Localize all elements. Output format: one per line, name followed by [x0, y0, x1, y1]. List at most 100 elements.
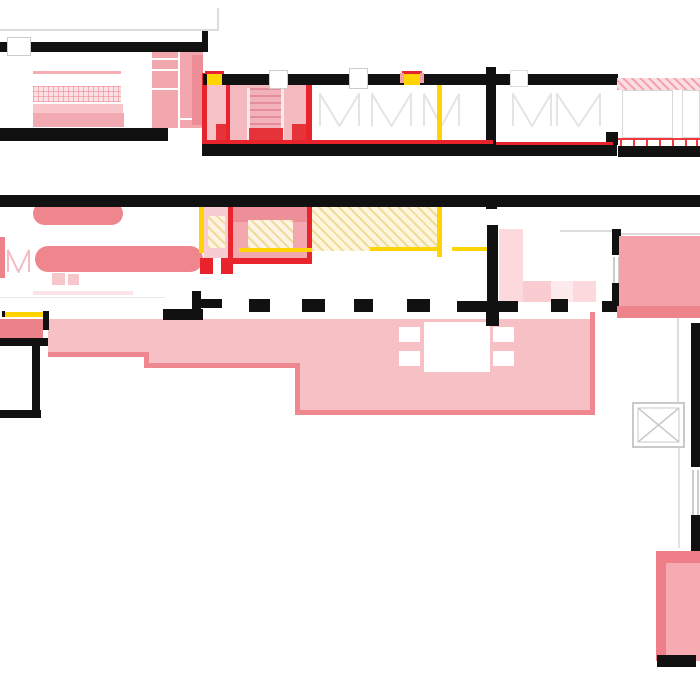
red-tick-1	[620, 138, 622, 146]
door-yellow-1	[207, 74, 222, 85]
column-dash-3	[354, 299, 373, 312]
door-yellow-1-red-cap	[205, 71, 224, 74]
closet-divider-4	[178, 118, 203, 120]
sofa-pill-1	[33, 202, 123, 225]
wall-bottom-left-strip	[0, 128, 168, 141]
red-room-top-band	[233, 207, 307, 222]
shelf-line-top-left	[33, 71, 121, 74]
wall-right-upper-seg	[612, 229, 621, 255]
guide-line-right-room	[560, 230, 618, 232]
guide-line-top-vertical	[217, 8, 219, 31]
wall-small-room-bottom	[0, 410, 41, 418]
wall-mid-divider	[487, 225, 498, 325]
balcony-black-tick	[43, 311, 49, 330]
wardrobe-symbol-1	[319, 93, 360, 127]
door-opening-1	[269, 70, 288, 89]
door-opening-3	[510, 70, 528, 87]
pink-block-right	[619, 236, 700, 308]
pink-block-right-dark-band	[617, 306, 700, 318]
terrace-chair-2	[399, 351, 420, 366]
red-tick-6	[685, 138, 687, 146]
terrace-edge-bottom	[295, 410, 595, 415]
wall-bottom-far-right	[618, 146, 700, 157]
wall-mid-strip-top	[0, 195, 700, 207]
yellow-partition-mid-2	[437, 207, 442, 257]
kitchen-unit-shade-2	[551, 281, 573, 302]
door-line-edge-2	[697, 470, 699, 515]
guide-line-shaft-lower	[678, 448, 680, 548]
wall-top-left-stub	[202, 31, 208, 52]
closet-divider-2	[152, 69, 178, 71]
red-wall-line-3	[306, 85, 312, 143]
guide-line-shaft-upper	[677, 318, 679, 403]
wall-small-room-right	[32, 345, 40, 418]
hatch-band-top-right	[617, 78, 700, 90]
wardrobe-symbol-faint	[7, 249, 30, 273]
column-cross-bar	[163, 309, 203, 320]
red-tick-4	[659, 138, 661, 146]
guide-line-pink-block-top	[619, 233, 700, 235]
terrace-edge-left	[48, 352, 148, 357]
kitchen-unit-shade-1	[523, 281, 553, 302]
terrace-table	[424, 322, 490, 372]
door-opening-top-left	[7, 37, 31, 56]
counter-band-medium	[33, 113, 124, 127]
red-room-yellow-line	[239, 248, 312, 252]
yellow-partition-top-strip	[437, 85, 442, 143]
terrace-chair-3	[493, 327, 514, 342]
red-tick-5	[672, 138, 674, 146]
stair-rail-left	[247, 88, 250, 141]
closet-divider-1	[152, 58, 178, 60]
balcony-yellow-line	[4, 312, 44, 317]
terrace-chair-4	[493, 351, 514, 366]
red-tick-2	[633, 138, 635, 146]
balcony-pink-box	[0, 319, 43, 339]
column-dash-6	[602, 301, 620, 312]
balcony-black-dot	[2, 311, 5, 317]
terrace-edge-right	[590, 312, 595, 415]
terrace-floor-middle	[148, 357, 595, 368]
wardrobe-symbol-5	[556, 93, 601, 127]
column-dash-1	[249, 299, 270, 312]
terrace-edge-bulge-left	[295, 363, 300, 415]
red-stub-a	[200, 258, 213, 274]
terrace-floor-upper-right	[557, 319, 595, 357]
faint-band-below-sofa	[33, 291, 133, 295]
red-tick-3	[646, 138, 648, 146]
yellow-sill-2	[452, 247, 490, 251]
wall-right-lower-seg	[612, 283, 621, 311]
closet-dark-column	[192, 55, 203, 125]
column-dash-2	[302, 299, 325, 312]
stair-dark-red-corner	[292, 124, 309, 143]
ottoman-2	[68, 274, 79, 285]
column-tee-stem	[486, 301, 499, 326]
red-baseline-right	[496, 142, 613, 145]
red-tick-7	[696, 138, 698, 146]
column-cross-arm	[201, 299, 222, 308]
small-room-hatch	[208, 216, 225, 248]
counter-band-light	[33, 104, 123, 113]
closet-divider-vertical	[178, 45, 180, 128]
door-yellow-2-red-cap	[402, 71, 422, 74]
kitchen-unit-vertical	[499, 229, 523, 285]
gallery-box-2	[682, 90, 700, 138]
wall-bottom-right-strip	[202, 143, 617, 156]
terrace-chair-1	[399, 327, 420, 342]
wall-right-edge-upper	[691, 323, 700, 467]
closet-divider-3	[152, 88, 178, 90]
column-dash-4	[407, 299, 430, 312]
door-opening-2	[349, 68, 368, 89]
wall-below-balcony	[0, 338, 48, 346]
wall-step-black	[606, 132, 618, 145]
pink-bar-left-edge	[0, 237, 5, 278]
stair-rail-right	[281, 88, 284, 141]
red-wall-line-2	[226, 85, 230, 143]
wall-bottom-right-bar	[657, 655, 696, 667]
counter-grid-band	[33, 86, 121, 102]
terrace-floor-lower	[295, 368, 595, 415]
ottoman-1	[52, 273, 65, 285]
red-wall-line-1	[202, 73, 207, 145]
wall-right-edge-lower	[691, 515, 700, 577]
stair-dark-red-base	[249, 128, 283, 143]
